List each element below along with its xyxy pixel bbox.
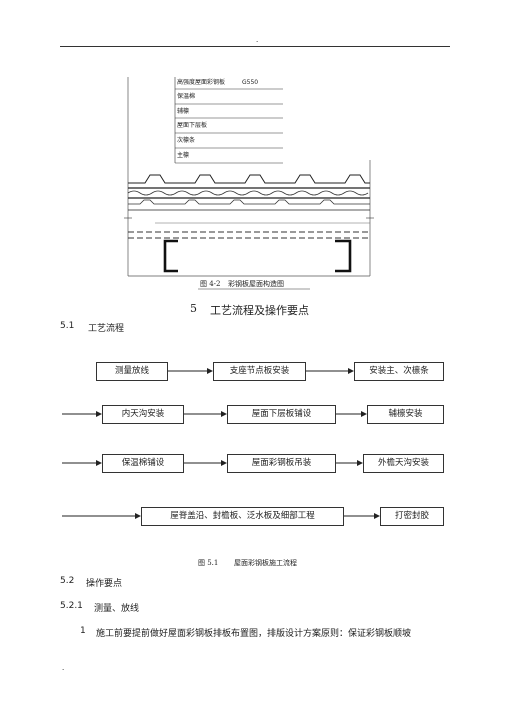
- para-1-number: 1: [80, 626, 86, 636]
- flow-step-inner-gutter: 内天沟安装: [102, 405, 184, 424]
- layer-spec: G550: [242, 79, 259, 86]
- para-1-text: 施工前要提前做好屋面彩钢板排板布置图，排版设计方案原则：保证彩钢板顺坡: [96, 629, 412, 639]
- figure-5-1-number: 图 5.1: [198, 559, 219, 567]
- layer-label-insulation: 保温棉: [177, 93, 196, 100]
- figure-4-2-number: 图 4-2: [200, 280, 221, 288]
- flow-step-ridge-details: 屋脊盖沿、封檐板、泛水板及细部工程: [141, 507, 344, 526]
- sub-5-1-title: 工艺流程: [88, 324, 125, 334]
- layer-label-main-purlin: 主檩: [177, 152, 190, 159]
- layer-label-lower-panel: 屋面下层板: [177, 122, 208, 129]
- figure-5-1-title: 屋面彩钢板施工流程: [234, 559, 297, 567]
- sub-5-2-number: 5.2: [60, 576, 75, 586]
- flow-step-lower-panel: 屋面下层板铺设: [227, 405, 336, 424]
- flow-step-outer-gutter: 外檐天沟安装: [363, 454, 444, 473]
- footer-mark: .: [62, 664, 65, 672]
- flow-step-insulation: 保温棉铺设: [102, 454, 184, 473]
- section-5-number: 5: [190, 302, 197, 315]
- layer-label-aux-purlin: 辅檩: [177, 108, 190, 115]
- section-5-title: 工艺流程及操作要点: [210, 304, 309, 317]
- sub-5-2-1-title: 测量、放线: [94, 604, 140, 614]
- header-rule: [60, 46, 450, 47]
- flow-step-support-plate: 支座节点板安装: [213, 362, 306, 381]
- layer-label-secondary-purlin: 次檩条: [177, 137, 196, 144]
- sub-5-2-1-number: 5.2.1: [60, 601, 83, 611]
- sub-5-2-title: 操作要点: [86, 579, 123, 589]
- header-mark: .: [256, 36, 259, 44]
- flow-step-survey: 测量放线: [96, 362, 168, 381]
- sub-5-1-number: 5.1: [60, 321, 75, 331]
- figure-4-2-title: 彩钢板屋面构造图: [228, 280, 284, 288]
- flow-step-sealant: 打密封胶: [380, 507, 444, 526]
- flow-step-purlins: 安装主、次檩条: [354, 362, 444, 381]
- layer-label-panel: 高强度屋面彩钢板: [177, 79, 226, 86]
- flow-step-aux-purlin: 辅檩安装: [367, 405, 444, 424]
- flow-step-panel-lifting: 屋面彩钢板吊装: [227, 454, 336, 473]
